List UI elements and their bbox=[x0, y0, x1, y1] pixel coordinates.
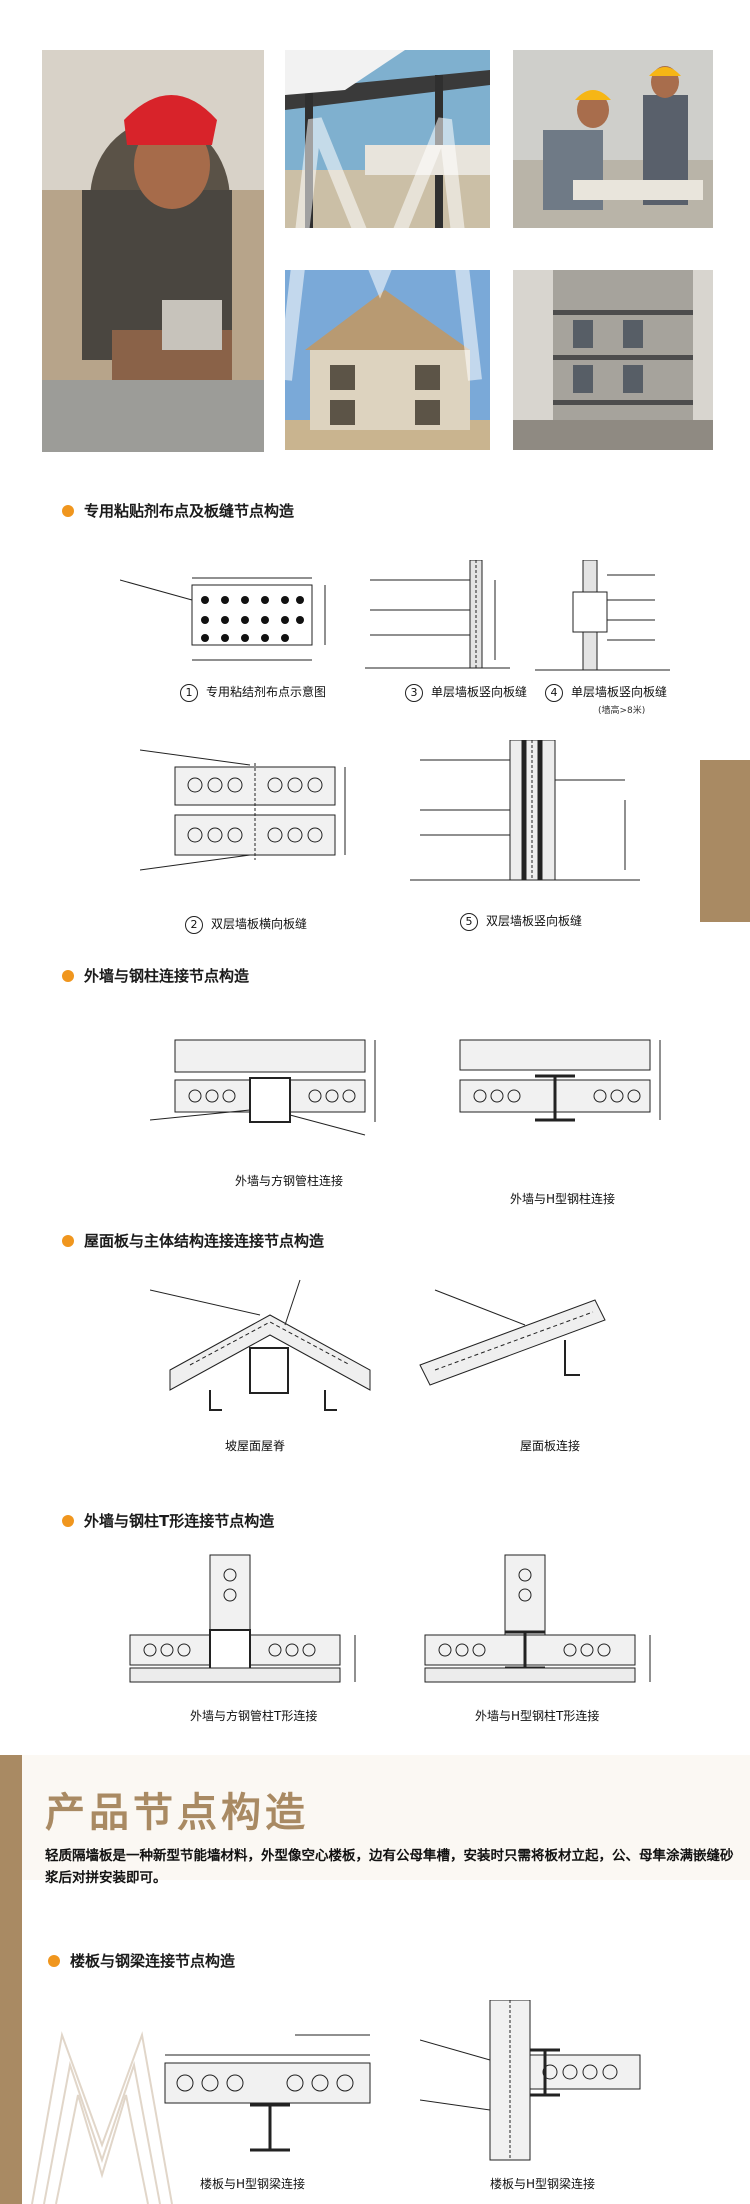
section-heading-floor-beam: 楼板与钢梁连接节点构造 bbox=[48, 1950, 235, 1971]
orange-dot-icon bbox=[62, 1234, 74, 1247]
diagram-single-wall-vertical-joint-tall bbox=[535, 560, 670, 675]
caption-square-tube: 外墙与方钢管柱连接 bbox=[235, 1174, 344, 1188]
diagram-t-connection-square-tube bbox=[125, 1550, 375, 1700]
section-heading-steel-column: 外墙与钢柱连接节点构造 bbox=[62, 965, 249, 986]
diagram-double-wall-horizontal-joint bbox=[140, 745, 365, 890]
caption-floor-left: 楼板与H型钢梁连接 bbox=[200, 2177, 306, 2191]
diagram-roof-panel-connection bbox=[405, 1270, 625, 1390]
brand-watermark-logo bbox=[255, 60, 505, 390]
product-intro-band bbox=[0, 1755, 750, 1880]
brand-side-bar bbox=[0, 1755, 22, 2204]
brand-watermark-logo-bottom bbox=[22, 1995, 182, 2204]
caption-roof-panel: 屋面板连接 bbox=[520, 1439, 581, 1453]
caption-t-h-steel: 外墙与H型钢柱T形连接 bbox=[475, 1709, 600, 1723]
side-tab-marker bbox=[700, 760, 750, 922]
caption-floor-right: 楼板与H型钢梁连接 bbox=[490, 2177, 596, 2191]
diagram-wall-h-steel-column bbox=[445, 1010, 675, 1170]
product-intro-text: 轻质隔墙板是一种新型节能墙材料，外型像空心楼板，边有公母隼槽，安装时只需将板材立… bbox=[45, 1848, 734, 1886]
diagram-floor-h-beam-right bbox=[420, 2000, 650, 2165]
product-title: 产品节点构造 bbox=[45, 1790, 309, 1836]
photo-workers-installing-panel bbox=[513, 50, 713, 228]
section-heading-t-connection: 外墙与钢柱T形连接节点构造 bbox=[62, 1510, 274, 1531]
photo-worker-applying-adhesive bbox=[42, 50, 264, 452]
diagram-double-wall-vertical-joint bbox=[410, 740, 640, 890]
orange-dot-icon bbox=[48, 1954, 60, 1967]
caption-4-note: (墙高>8米) bbox=[598, 706, 646, 716]
caption-h-steel: 外墙与H型钢柱连接 bbox=[510, 1192, 616, 1206]
caption-roof-ridge: 坡屋面屋脊 bbox=[225, 1439, 286, 1453]
diagram-wall-square-tube-column bbox=[150, 1010, 390, 1165]
section-heading-roof-panel: 屋面板与主体结构连接连接节点构造 bbox=[62, 1230, 324, 1251]
photo-two-storey-house-frame bbox=[285, 270, 490, 450]
caption-t-square-tube: 外墙与方钢管柱T形连接 bbox=[190, 1709, 318, 1723]
diagram-adhesive-points bbox=[120, 570, 350, 670]
diagram-pitched-roof-ridge bbox=[150, 1270, 390, 1420]
photo-multi-storey-steel-building bbox=[513, 270, 713, 450]
orange-dot-icon bbox=[62, 504, 74, 517]
orange-dot-icon bbox=[62, 969, 74, 982]
diagram-single-wall-vertical-joint bbox=[365, 560, 510, 675]
diagram-t-connection-h-steel bbox=[420, 1550, 670, 1700]
orange-dot-icon bbox=[62, 1514, 74, 1527]
diagram-floor-h-beam-left bbox=[155, 2025, 380, 2165]
section-heading-adhesive: 专用粘贴剂布点及板缝节点构造 bbox=[62, 500, 294, 521]
